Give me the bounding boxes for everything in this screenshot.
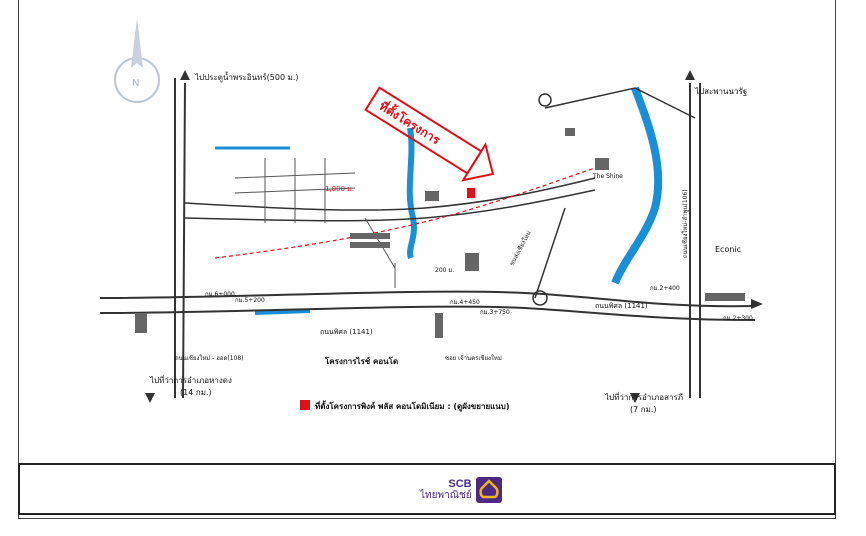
- scb-logo: SCB ไทยพาณิชย์: [420, 475, 502, 505]
- arrow-up-left-icon: [180, 70, 190, 80]
- main-road-2: [99, 305, 756, 321]
- river-right: [611, 86, 663, 285]
- roundabout-icon: [532, 290, 548, 306]
- arrow-up-right-icon: [685, 70, 695, 80]
- road-left-bottom-dist: (14 กม.): [180, 388, 212, 397]
- the-shine-label: The Shine: [592, 173, 623, 180]
- dashed-route: [214, 167, 596, 259]
- road-right-bottom-label: ไปที่ว่าการอำเภอสารภี: [604, 391, 683, 402]
- km-5-label: กม.5+200: [235, 297, 265, 304]
- buildings: [135, 128, 745, 338]
- dist-200-label: 200 ม.: [435, 267, 454, 274]
- secondary-road: [184, 177, 596, 211]
- road-left-top-label: ไปประตูน้ำพระอินทร์(500 ม.): [194, 71, 299, 83]
- arrow-right-icon: [751, 299, 763, 309]
- arrow-down-left-icon: [145, 393, 155, 403]
- main-road: [99, 290, 756, 308]
- km-3-label: กม.3+750: [480, 309, 510, 316]
- econic-label: Econic: [715, 245, 741, 254]
- hangdong-road-label: ถนนเชียงใหม่ - ฮอด(108): [175, 354, 244, 362]
- pudu-label: ขนส่งเชียงใหม่: [508, 229, 533, 267]
- diagonal-road-2: [534, 207, 566, 299]
- project-name-label: โครงการไรช์ คอนโด: [324, 356, 398, 366]
- main-road-label: ถนนพิศล (1141): [320, 328, 373, 336]
- scb-emblem-icon: [475, 477, 502, 503]
- road-right-top-label: ไปสะพานนวรัฐ: [694, 87, 747, 96]
- location-map: N ที่ตั้งโครงการ: [99, 18, 763, 414]
- km-2b-label: กม.2+300: [723, 315, 753, 322]
- project-arrow-icon: ที่ตั้งโครงการ: [364, 86, 495, 182]
- compass-icon: N: [114, 18, 160, 103]
- river-left: [406, 127, 417, 260]
- dist-1000-label: 1,000 ม.: [325, 185, 354, 193]
- road-right-bottom-dist: (7 กม.): [630, 405, 657, 414]
- diagonal-road: [544, 87, 696, 119]
- secondary-road-2: [184, 189, 596, 222]
- project-marker: [467, 188, 475, 198]
- page-footer: SCB ไทยพาณิชย์: [18, 463, 836, 515]
- logo-thai-text: ไทยพาณิชย์: [420, 490, 472, 501]
- km-2-label: กม.2+400: [650, 285, 680, 292]
- legend-text: ที่ตั้งโครงการพิงค์ พลัส คอนโดมิเนียม : …: [315, 400, 509, 412]
- grid-roads: [234, 158, 396, 288]
- km-6-label: กม.6+000: [205, 291, 235, 298]
- arrow-down-right-icon: [630, 393, 640, 403]
- roundabout-top-icon: [538, 93, 552, 107]
- right-vertical-label: ถนนเชียงใหม่-ลำพูน(106): [681, 189, 689, 258]
- main-road-right-label: ถนนพิศล (1141): [595, 302, 648, 310]
- logo-scb-text: SCB: [448, 478, 472, 490]
- road-left-bottom-label: ไปที่ว่าการอำเภอหางดง: [149, 374, 232, 385]
- svg-text:N: N: [132, 78, 139, 89]
- road-left-vertical: [182, 82, 186, 399]
- canal: [254, 309, 311, 315]
- legend-swatch: [300, 400, 310, 410]
- km-4-label: กม.4+450: [450, 299, 480, 306]
- soi-label: ซอย เจ้านครเชียงใหม่: [445, 354, 502, 362]
